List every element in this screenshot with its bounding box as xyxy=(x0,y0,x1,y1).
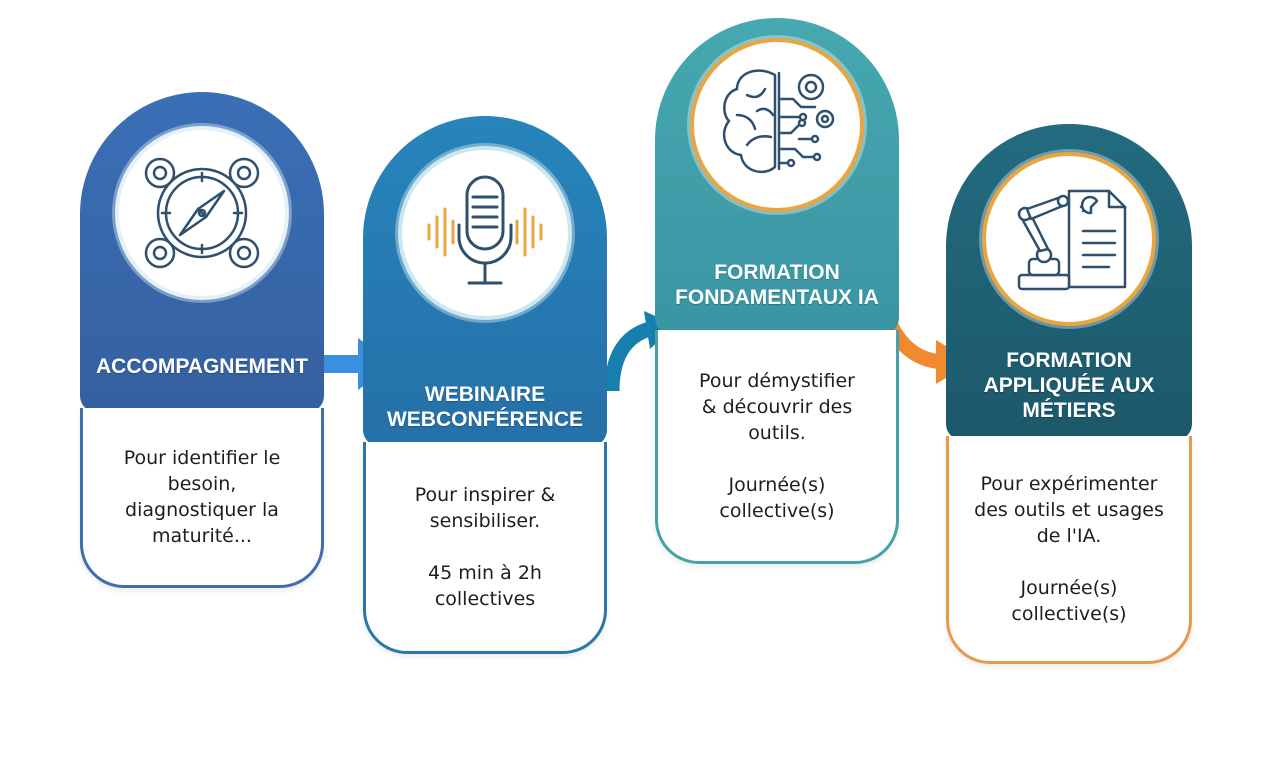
step-card-fondamentaux: FORMATION FONDAMENTAUX IA Pour démystifi… xyxy=(655,18,899,564)
step-description-box: Pour identifier le besoin, diagnostiquer… xyxy=(80,408,324,588)
step-card-accompagnement: ACCOMPAGNEMENT Pour identifier le besoin… xyxy=(80,92,324,588)
step-title: WEBINAIRE WEBCONFÉRENCE xyxy=(386,383,583,431)
step-description-box: Pour inspirer & sensibiliser. 45 min à 2… xyxy=(363,442,607,654)
step-icon-circle xyxy=(398,146,572,320)
step-title: ACCOMPAGNEMENT xyxy=(96,355,308,378)
step-description: Pour identifier le besoin, diagnostiquer… xyxy=(123,446,281,547)
robot-arm-document-icon xyxy=(1017,189,1127,291)
step-description: Pour expérimenter des outils et usages d… xyxy=(974,472,1164,547)
step-card-webinaire: WEBINAIRE WEBCONFÉRENCE Pour inspirer & … xyxy=(363,116,607,654)
step-icon-circle xyxy=(690,38,864,212)
step-title: FORMATION FONDAMENTAUX IA xyxy=(675,261,879,309)
microphone-soundwave-icon xyxy=(427,175,543,285)
step-card-appliquee: FORMATION APPLIQUÉE AUX MÉTIERS Pour exp… xyxy=(946,124,1192,664)
step-icon-circle xyxy=(982,152,1156,326)
step-description: Pour démystifier & découvrir des outils. xyxy=(699,369,855,444)
step-title: FORMATION APPLIQUÉE AUX MÉTIERS xyxy=(983,349,1155,422)
step-duration: Journée(s) collective(s) xyxy=(1011,576,1127,625)
step-description: Pour inspirer & sensibiliser. xyxy=(414,483,556,532)
step-description-box: Pour expérimenter des outils et usages d… xyxy=(946,436,1192,664)
compass-gears-icon xyxy=(144,157,260,269)
step-duration: 45 min à 2h collectives xyxy=(428,561,542,610)
brain-circuit-icon xyxy=(722,69,835,174)
step-duration: Journée(s) collective(s) xyxy=(719,473,835,522)
step-icon-circle xyxy=(115,126,289,300)
step-description-box: Pour démystifier & découvrir des outils.… xyxy=(655,330,899,564)
